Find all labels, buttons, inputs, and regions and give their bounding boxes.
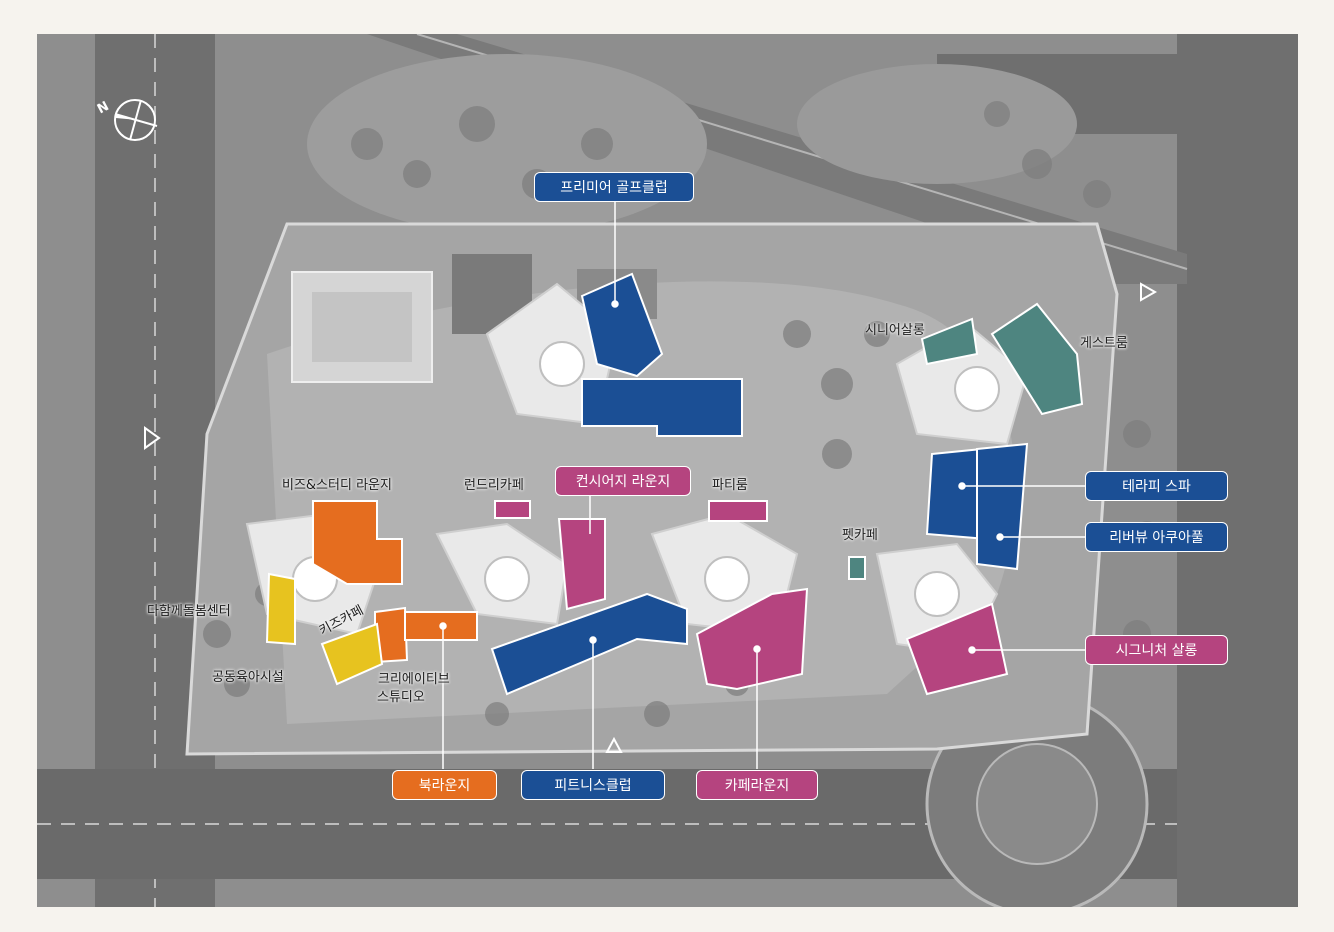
callout-fitness-club: 피트니스클럽 [521, 770, 665, 800]
callout-concierge-lounge: 컨시어지 라운지 [555, 466, 691, 496]
label-senior-salon: 시니어살롱 [865, 323, 925, 338]
label-party-room: 파티룸 [712, 478, 748, 493]
callout-premier-golf: 프리미어 골프클럽 [534, 172, 694, 202]
teal-facilities [848, 302, 1084, 580]
label-guest-room: 게스트룸 [1080, 336, 1128, 351]
callout-book-lounge: 북라운지 [392, 770, 497, 800]
callout-riverview-aqua-pool: 리버뷰 아쿠아풀 [1085, 522, 1228, 552]
pink-facilities [494, 500, 1009, 696]
label-childcare: 공동육아시설 [212, 670, 284, 685]
blue-facilities [490, 272, 1029, 696]
label-pet-cafe: 펫카페 [842, 528, 878, 543]
site-plan-graphic [37, 34, 1298, 907]
callout-signature-salon: 시그니처 살롱 [1085, 635, 1228, 665]
label-care-center: 다함께돌봄센터 [147, 604, 231, 619]
yellow-facilities [265, 572, 384, 686]
label-biz-study-lounge: 비즈&스터디 라운지 [282, 478, 392, 493]
site-plan-map: N 시니어살롱 게스트룸 비즈&스터디 라운지 런드리카페 파티룸 펫카페 다함… [37, 34, 1298, 907]
label-creative-studio-line2: 스튜디오 [377, 690, 425, 705]
orange-facilities [312, 500, 478, 664]
label-creative-studio-line1: 크리에이티브 [378, 672, 450, 687]
label-laundry-cafe: 런드리카페 [464, 478, 524, 493]
callout-therapy-spa: 테라피 스파 [1085, 471, 1228, 501]
callout-cafe-lounge: 카페라운지 [696, 770, 818, 800]
compass-icon [114, 99, 158, 141]
